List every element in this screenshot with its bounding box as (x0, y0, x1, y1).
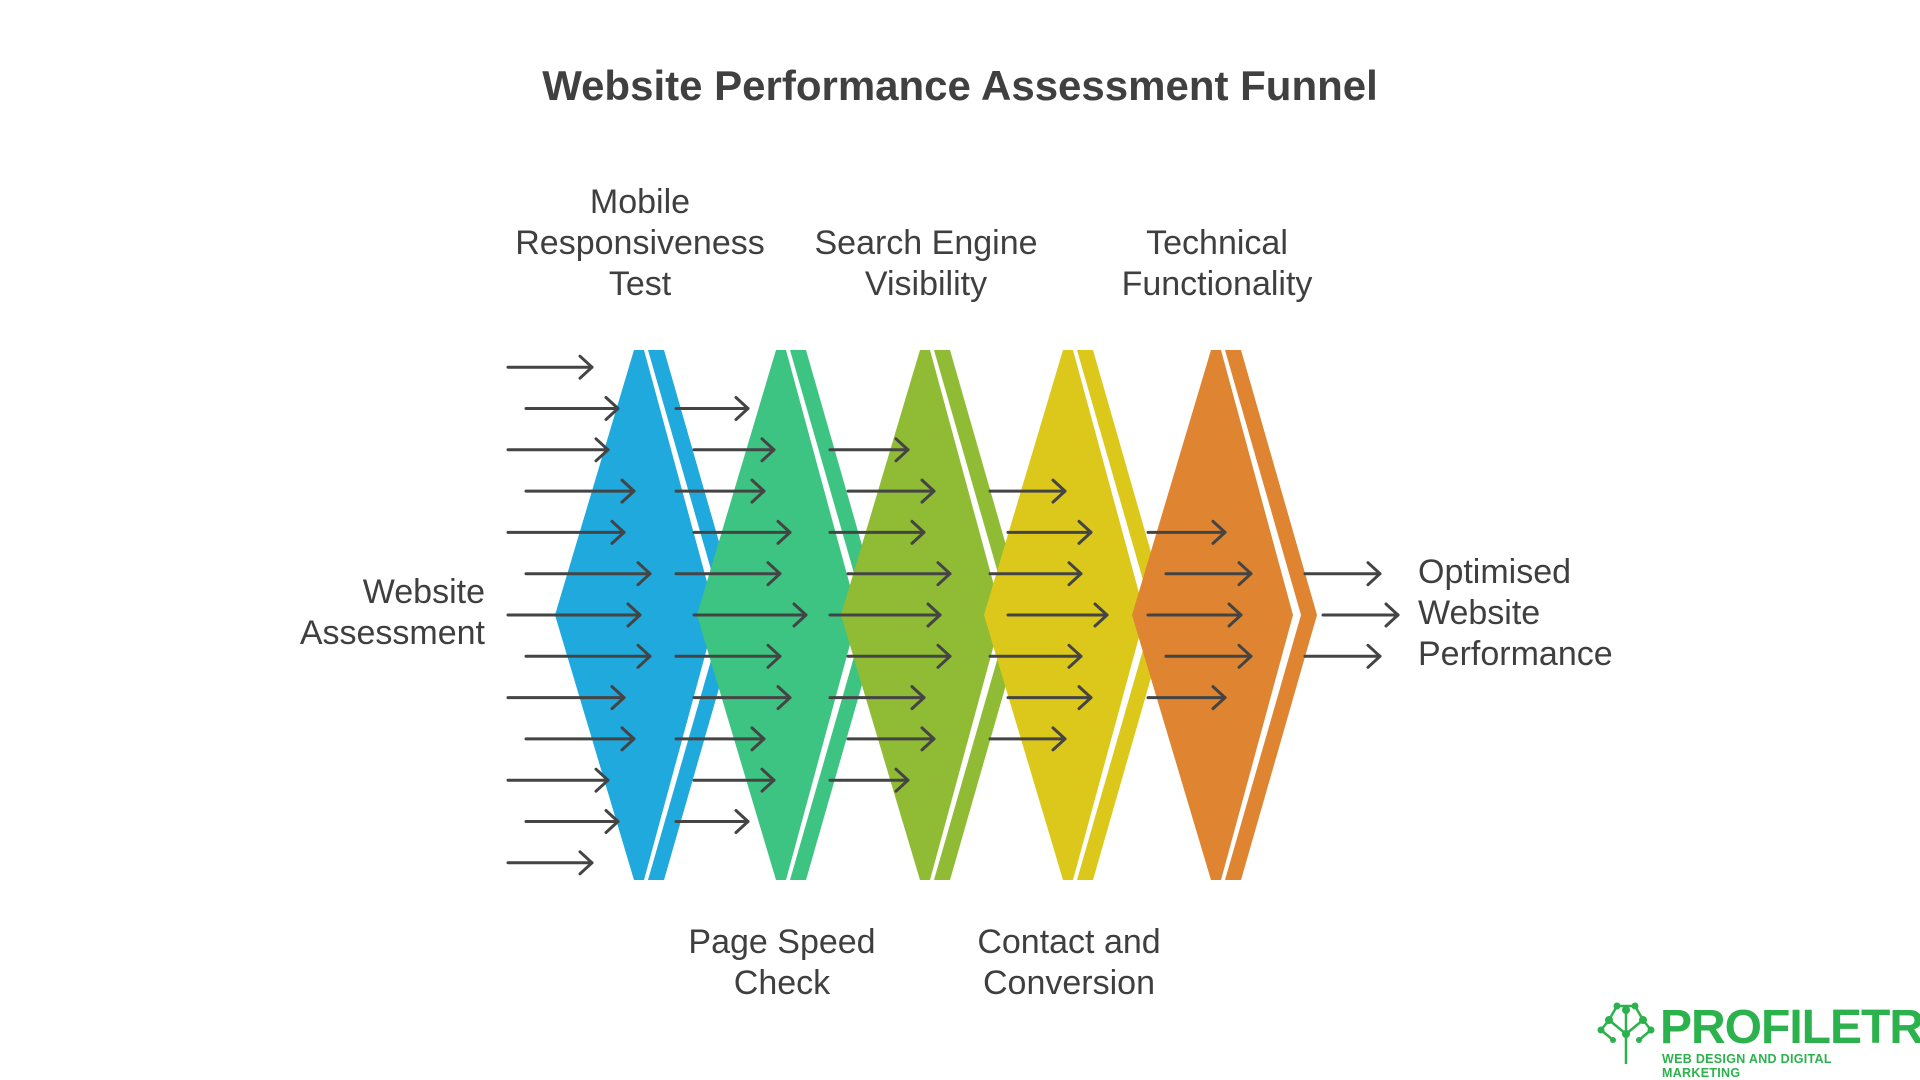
flow-arrow (828, 767, 910, 793)
flow-arrow (1146, 685, 1227, 711)
flow-arrow (1006, 685, 1093, 711)
flow-arrow (1303, 561, 1382, 587)
flow-arrow (506, 767, 610, 793)
input-label: Website Assessment (299, 573, 485, 652)
flow-arrow (524, 396, 620, 421)
flow-arrow (846, 643, 952, 669)
flow-arrow (988, 478, 1067, 504)
flow-arrow (674, 478, 766, 504)
flow-arrow (1146, 519, 1227, 545)
flow-arrow (524, 809, 620, 834)
stage-chevron-edge-page-speed (790, 350, 882, 880)
flow-arrow (1006, 519, 1093, 545)
stage-label-contact-conversion: Contact and Conversion (977, 923, 1161, 1002)
flow-arrow (1321, 602, 1400, 628)
flow-arrow (506, 354, 594, 380)
flow-arrow (674, 643, 782, 669)
flow-arrow (506, 602, 642, 628)
flow-arrow (846, 561, 952, 587)
flow-arrow (674, 396, 750, 421)
stage-chevron-edge-mobile-responsiveness (648, 350, 740, 880)
stage-label-mobile-responsiveness: Mobile Responsiveness Test (515, 183, 765, 303)
flow-arrow (988, 726, 1067, 752)
flow-arrow (692, 767, 776, 793)
stage-label-page-speed: Page Speed Check (688, 923, 876, 1002)
stage-label-search-engine: Search Engine Visibility (814, 224, 1038, 303)
flow-arrow (1146, 602, 1243, 628)
flow-arrow (846, 726, 936, 752)
logo-tagline: WEB DESIGN AND DIGITAL MARKETING (1662, 1052, 1832, 1080)
tree-network-icon (1597, 1002, 1655, 1064)
profiletree-logo: PROFILETREE WEB DESIGN AND DIGITAL MARKE… (1595, 1000, 1920, 1080)
flow-arrow (828, 685, 926, 711)
flow-arrow (988, 643, 1083, 669)
flow-arrow (1164, 561, 1253, 587)
flow-arrow (692, 519, 792, 545)
flow-arrow (1006, 602, 1109, 628)
flow-arrow (524, 643, 652, 669)
logo-wordmark: PROFILETREE (1660, 1001, 1920, 1054)
flow-arrow (674, 561, 782, 587)
flow-arrow (506, 685, 626, 711)
output-label: Optimised Website Performance (1418, 553, 1613, 673)
stage-chevron-edge-contact-conversion (1077, 350, 1169, 880)
flow-arrow (692, 685, 792, 711)
flow-arrow (988, 561, 1083, 587)
flow-arrow (506, 850, 594, 876)
stage-chevron-edge-search-engine (934, 350, 1026, 880)
diagram-title: Website Performance Assessment Funnel (542, 62, 1378, 109)
flow-arrow (1303, 643, 1382, 669)
flow-arrow (692, 602, 808, 628)
flow-arrow (828, 602, 942, 628)
flow-arrow (828, 437, 910, 463)
flow-arrow (846, 478, 936, 504)
flow-arrow (506, 437, 610, 463)
flow-arrow (828, 519, 926, 545)
flow-arrow (674, 809, 750, 834)
flow-arrow (524, 478, 636, 504)
flow-arrow (692, 437, 776, 463)
stage-label-technical-functionality: Technical Functionality (1121, 224, 1313, 303)
flow-arrow (1164, 643, 1253, 669)
flow-arrow (524, 726, 636, 752)
flow-arrow (674, 726, 766, 752)
flow-arrow (506, 519, 626, 545)
flow-arrow (524, 561, 652, 587)
stage-chevron-edge-technical-functionality (1225, 350, 1317, 880)
